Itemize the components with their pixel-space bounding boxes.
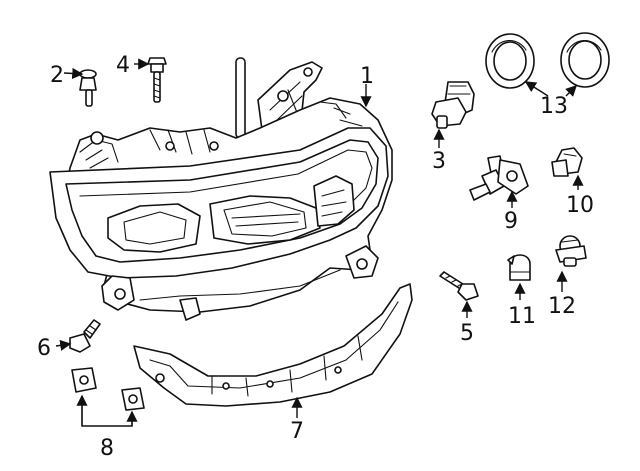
callout-12: 12 bbox=[548, 294, 576, 319]
headlamp-seal bbox=[485, 32, 610, 89]
marker-bulb bbox=[507, 254, 531, 281]
callout-8: 8 bbox=[100, 436, 114, 461]
headlamp-bulb bbox=[469, 155, 529, 201]
callout-9: 9 bbox=[504, 209, 518, 234]
socket-with-bulb bbox=[555, 235, 587, 267]
callout-11: 11 bbox=[508, 304, 536, 329]
leader-lines bbox=[55, 58, 584, 427]
clip-nut bbox=[71, 367, 145, 411]
push-pin-clip bbox=[79, 69, 97, 107]
callout-labels: 1 2 4 3 13 9 10 11 12 5 6 7 8 bbox=[37, 53, 594, 461]
callout-13: 13 bbox=[540, 94, 568, 119]
mounting-bolt bbox=[147, 57, 167, 103]
callout-5: 5 bbox=[460, 321, 474, 346]
flange-bolt bbox=[69, 319, 101, 353]
callout-1: 1 bbox=[360, 64, 374, 89]
callout-6: 6 bbox=[37, 336, 51, 361]
turn-signal-bulb bbox=[551, 147, 583, 177]
mounting-bracket bbox=[133, 283, 413, 407]
callout-7: 7 bbox=[290, 419, 304, 444]
headlamp-assembly bbox=[49, 57, 393, 321]
bulb-socket bbox=[431, 81, 475, 129]
callout-3: 3 bbox=[432, 149, 446, 174]
adjuster-bolt bbox=[439, 271, 479, 301]
callout-4: 4 bbox=[116, 53, 130, 78]
callout-2: 2 bbox=[50, 63, 64, 88]
callout-10: 10 bbox=[566, 193, 594, 218]
